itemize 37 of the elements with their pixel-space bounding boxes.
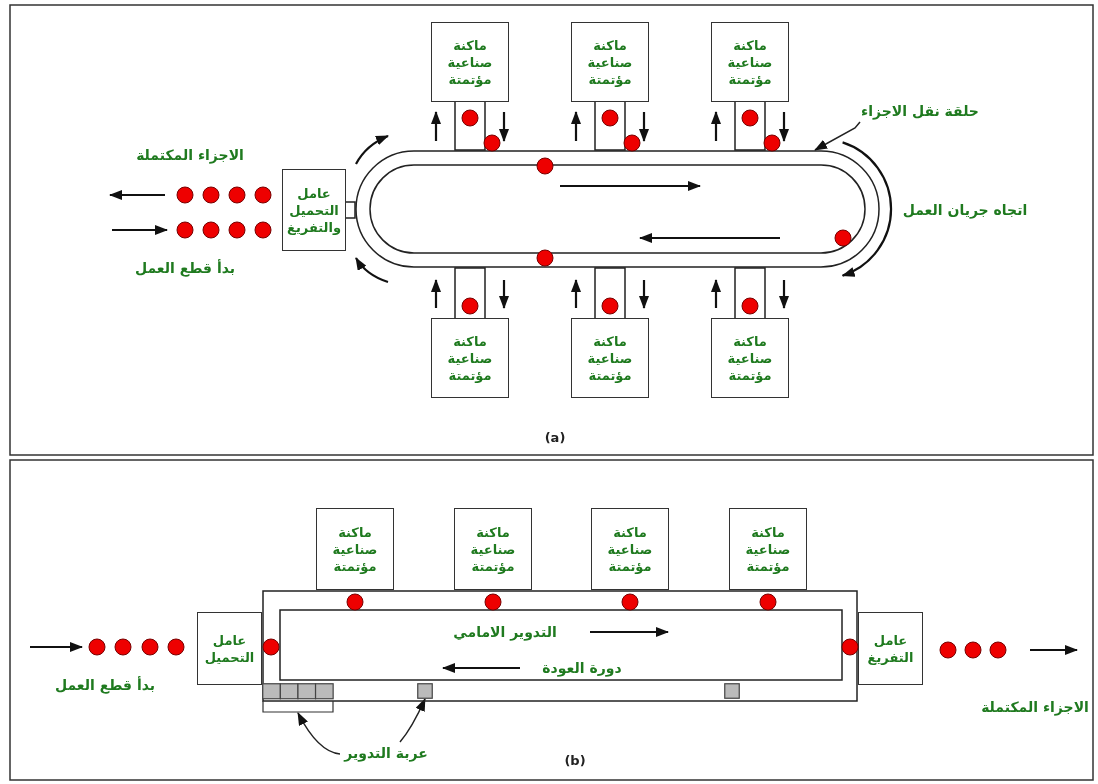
machine-box: ماكنة صناعية مؤتمتة bbox=[711, 318, 789, 398]
machine-box: ماكنة صناعية مؤتمتة bbox=[591, 508, 669, 590]
cart-label: عربة التدوير bbox=[340, 742, 432, 764]
worker-box: عامل التحميل bbox=[197, 612, 262, 685]
leader-line bbox=[297, 712, 341, 755]
panel-caption: (a) bbox=[544, 429, 566, 445]
cart bbox=[724, 683, 740, 699]
machine-box: ماكنة صناعية مؤتمتة bbox=[571, 22, 649, 102]
cart bbox=[417, 683, 433, 699]
flow-label: دورة العودة bbox=[542, 660, 622, 676]
worker-box: عامل التحميل والتفريغ bbox=[282, 169, 346, 251]
part-label: الاجزاء المكتملة bbox=[136, 147, 244, 163]
part-label: الاجزاء المكتملة bbox=[981, 699, 1089, 715]
part-label: بدأ قطع العمل bbox=[134, 260, 236, 276]
flow-label: اتجاه جريان العمل bbox=[902, 202, 1028, 218]
machine-box: ماكنة صناعية مؤتمتة bbox=[571, 318, 649, 398]
worker-box: عامل التفريغ bbox=[858, 612, 923, 685]
leader-line bbox=[399, 698, 426, 743]
transfer-spur bbox=[454, 101, 486, 151]
panel-caption: (b) bbox=[564, 752, 586, 768]
transfer-spur bbox=[594, 267, 626, 319]
part-label: بدأ قطع العمل bbox=[54, 677, 156, 693]
transfer-spur bbox=[734, 101, 766, 151]
transfer-spur bbox=[594, 101, 626, 151]
transfer-spur bbox=[454, 267, 486, 319]
machine-box: ماكنة صناعية مؤتمتة bbox=[431, 22, 509, 102]
leader-line bbox=[814, 121, 861, 151]
machine-box: ماكنة صناعية مؤتمتة bbox=[316, 508, 394, 590]
cart-group bbox=[262, 683, 334, 713]
machine-box: ماكنة صناعية مؤتمتة bbox=[454, 508, 532, 590]
loop-label: حلقة نقل الاجزاء bbox=[860, 100, 980, 122]
transfer-spur bbox=[734, 267, 766, 319]
machine-box: ماكنة صناعية مؤتمتة bbox=[711, 22, 789, 102]
machine-box: ماكنة صناعية مؤتمتة bbox=[729, 508, 807, 590]
transfer-spur bbox=[345, 201, 356, 219]
machine-box: ماكنة صناعية مؤتمتة bbox=[431, 318, 509, 398]
flow-label: التدوير الامامي bbox=[453, 624, 557, 640]
